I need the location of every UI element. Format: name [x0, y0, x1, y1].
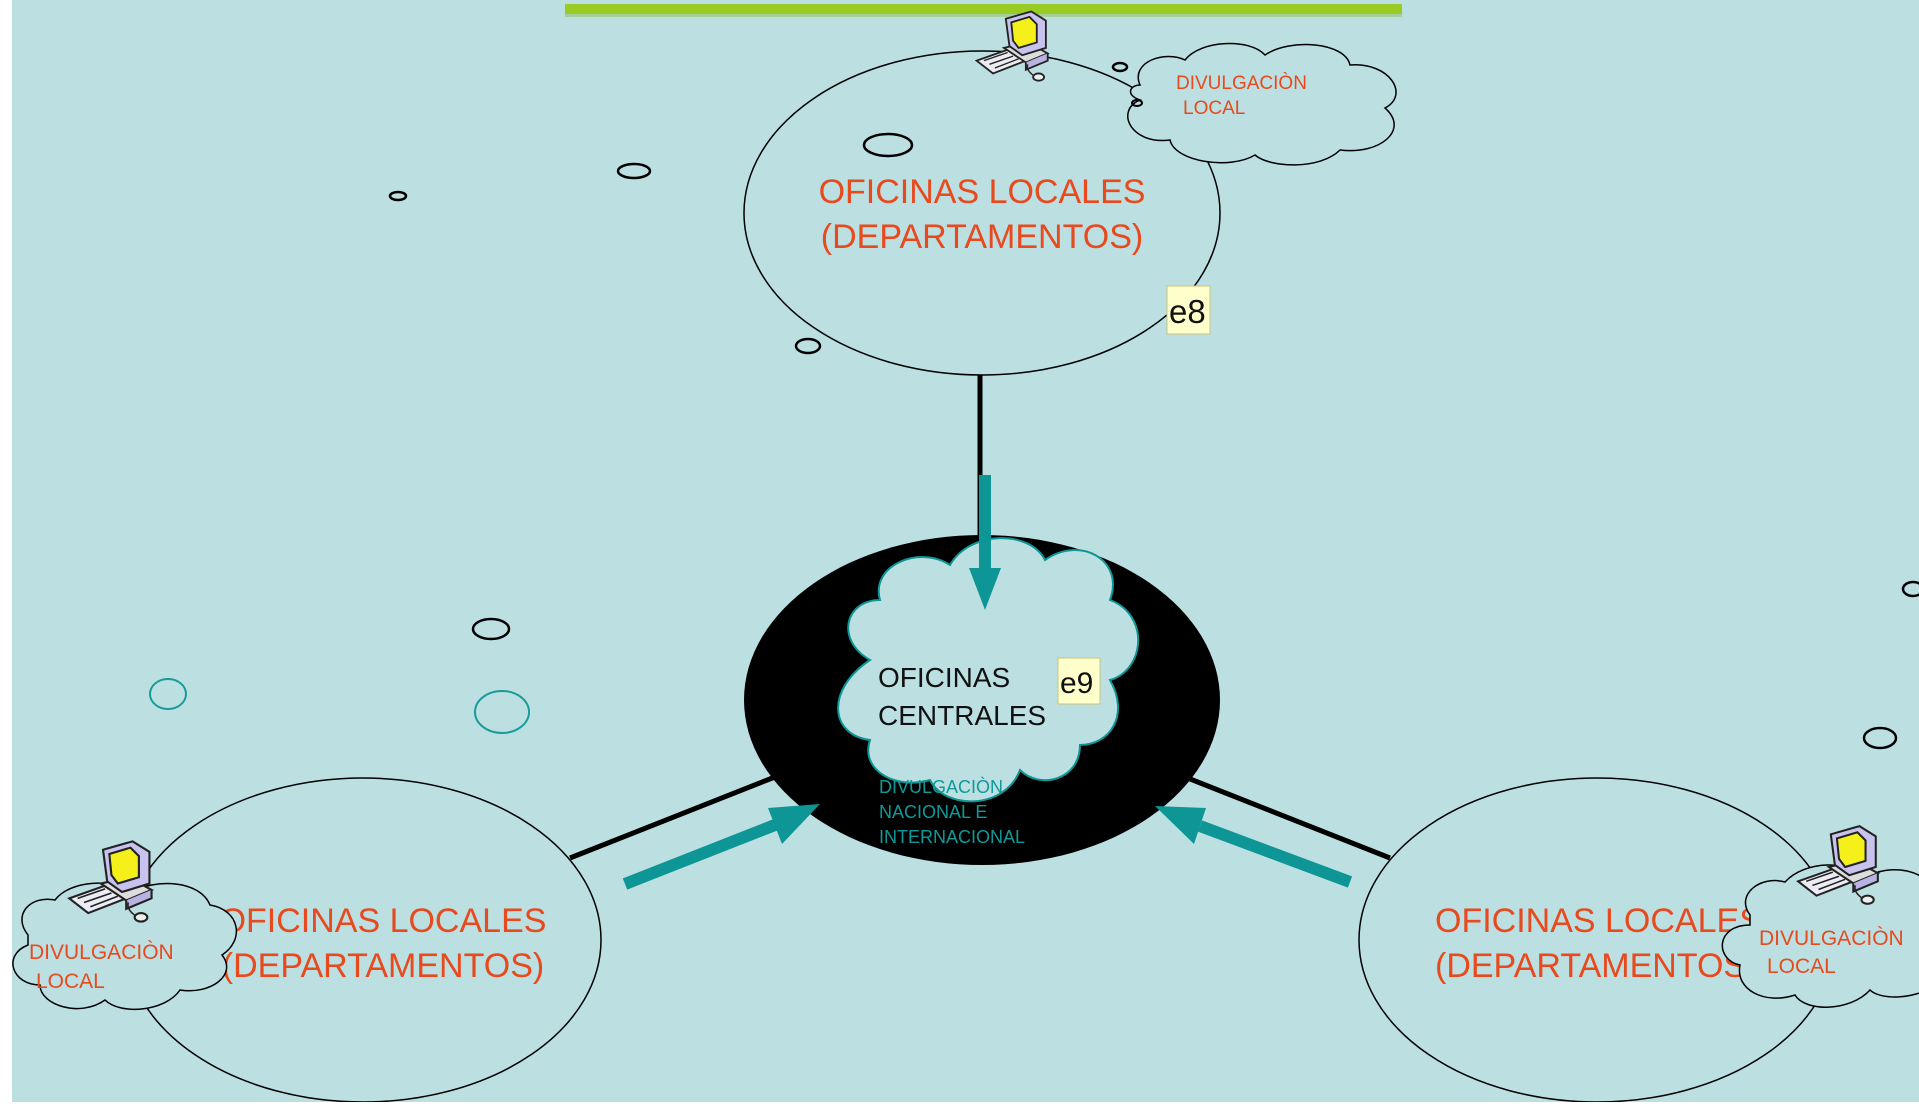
top-office-tag: e8 [1169, 293, 1206, 330]
central-cloud [837, 537, 1140, 803]
arrow-down-icon [969, 475, 1001, 610]
top-office-line1: OFICINAS LOCALES [819, 173, 1146, 211]
left-office-line2: (DEPARTAMENTOS) [222, 947, 544, 985]
left-cloud-line1: DIVULGACIÒN [29, 941, 174, 964]
right-office-line2: (DEPARTAMENTOS) [1435, 947, 1757, 985]
central-title-line2: CENTRALES [878, 700, 1046, 731]
decorative-bubbles [149, 61, 1919, 750]
top-office-tag-box [1166, 285, 1211, 335]
top-office-node [743, 50, 1221, 376]
central-divulgation-line1: DIVULGACIÒN [879, 776, 1003, 797]
arrow-right-in-icon [1155, 806, 1353, 888]
left-cloud-line2: LOCAL [36, 970, 105, 993]
connector-left [569, 772, 781, 861]
arrow-left-in-icon [622, 804, 820, 890]
right-cloud-line1: DIVULGACIÒN [1759, 927, 1904, 950]
top-cloud-line1: DIVULGACIÒN [1176, 72, 1307, 94]
left-cloud [12, 882, 238, 1011]
connector-right [1179, 772, 1391, 861]
central-tag-box [1057, 657, 1101, 705]
right-cloud-line2: LOCAL [1767, 955, 1836, 978]
central-tag: e9 [1060, 667, 1093, 700]
central-divulgation-line3: INTERNACIONAL [879, 827, 1025, 847]
central-divulgation-line2: NACIONAL E [879, 802, 987, 822]
top-office-line2: (DEPARTAMENTOS) [821, 218, 1143, 256]
right-office-line1: OFICINAS LOCALES [1435, 902, 1762, 940]
left-office-line1: OFICINAS LOCALES [220, 902, 547, 940]
central-title-line1: OFICINAS [878, 662, 1010, 693]
top-cloud-line2: LOCAL [1183, 98, 1245, 119]
top-cloud [1127, 42, 1397, 166]
accent-bar [565, 4, 1402, 14]
